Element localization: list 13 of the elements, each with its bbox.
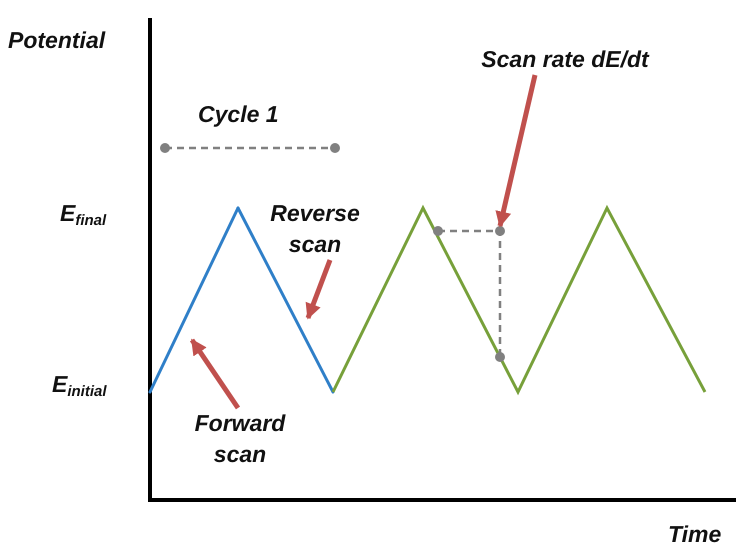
slope-triangle-marker — [433, 226, 505, 362]
leader-arrow — [495, 74, 538, 228]
cycle-label: Cycle 1 — [198, 100, 279, 128]
annotation-text: Scan rate dE/dt — [440, 44, 690, 75]
annotation-text: Forward scan — [170, 408, 310, 470]
axis-tick-label: E$_{final}$ — [60, 199, 106, 231]
axis-tick-label: E$_{initial}$ — [52, 370, 107, 402]
forward-scan-line — [148, 206, 240, 394]
annotation-text: Reverse scan — [262, 198, 368, 260]
leader-arrow — [306, 259, 332, 320]
leader-arrow — [190, 338, 240, 410]
axis-label: Time — [668, 520, 722, 548]
axis-label: Potential — [8, 26, 106, 54]
